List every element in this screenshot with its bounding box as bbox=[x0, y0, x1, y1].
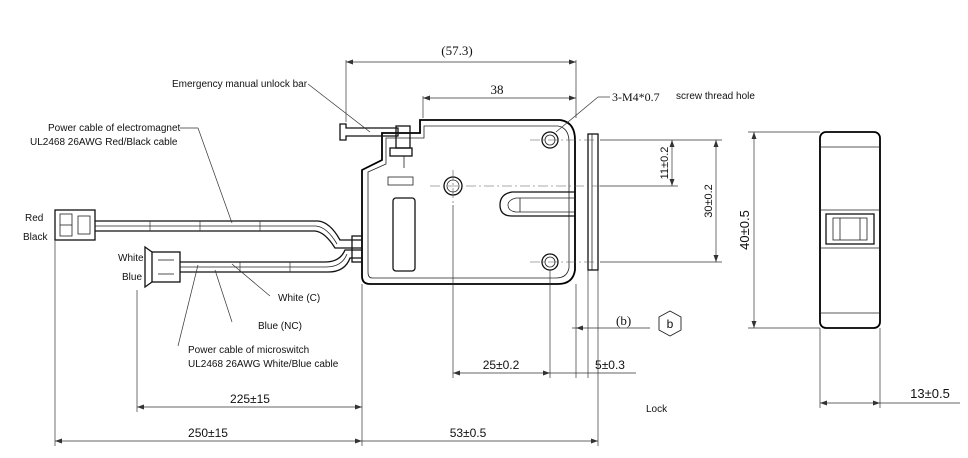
dim-hole-spacing-v: 30±0.2 bbox=[703, 184, 715, 218]
dim-hole-spacing-h: 25±0.2 bbox=[483, 358, 520, 372]
view-b-label: (b) bbox=[616, 313, 631, 328]
microswitch-cable bbox=[180, 249, 362, 273]
white-c-label: White (C) bbox=[278, 293, 320, 304]
microswitch-label-1: Power cable of microswitch bbox=[188, 345, 309, 356]
microswitch-label-2: UL2468 26AWG White/Blue cable bbox=[188, 359, 339, 370]
white-label: White bbox=[118, 253, 144, 264]
dim-hole-offset-v: 11±0.2 bbox=[659, 147, 671, 180]
blue-nc-label: Blue (NC) bbox=[258, 321, 302, 332]
power-cable-label-2: UL2468 26AWG Red/Black cable bbox=[30, 137, 178, 148]
red-label: Red bbox=[25, 213, 43, 224]
dim-cable-250: 250±15 bbox=[188, 426, 228, 440]
annotations: Emergency manual unlock bar Power cable … bbox=[23, 79, 755, 415]
dim-overall-length: (57.3) bbox=[441, 43, 472, 58]
red-black-connector bbox=[54, 209, 96, 241]
black-label: Black bbox=[23, 232, 48, 243]
center-lines bbox=[430, 139, 600, 263]
screw-spec-label: 3-M4*0.7 bbox=[612, 90, 660, 104]
power-cable-label-1: Power cable of electromagnet bbox=[48, 123, 181, 134]
dimension-values: (57.3) 38 11±0.2 30±0.2 40±0.5 25±0.2 5±… bbox=[188, 43, 950, 440]
view-b-hexagon bbox=[658, 310, 682, 337]
side-view bbox=[819, 131, 881, 329]
dim-height: 40±0.5 bbox=[737, 210, 752, 250]
leader-lines bbox=[177, 83, 371, 347]
screw-desc-label: screw thread hole bbox=[676, 91, 755, 102]
white-blue-connector bbox=[144, 245, 181, 289]
dim-thickness: 13±0.5 bbox=[910, 386, 950, 401]
emergency-unlock-bar bbox=[339, 123, 413, 168]
lock-label: Lock bbox=[646, 404, 668, 415]
lock-body bbox=[361, 119, 599, 285]
dim-offset-5: 5±0.3 bbox=[595, 358, 625, 372]
dim-body-53: 53±0.5 bbox=[450, 426, 487, 440]
view-b-marker: b bbox=[667, 317, 674, 331]
blue-label: Blue bbox=[122, 272, 142, 283]
dimension-lines bbox=[54, 59, 960, 446]
cable-grommet bbox=[351, 235, 363, 263]
dim-cable-225: 225±15 bbox=[230, 392, 270, 406]
emergency-bar-label: Emergency manual unlock bar bbox=[172, 79, 308, 90]
dim-hole-spacing-top: 38 bbox=[491, 82, 504, 97]
electromagnet-cable bbox=[95, 220, 362, 249]
